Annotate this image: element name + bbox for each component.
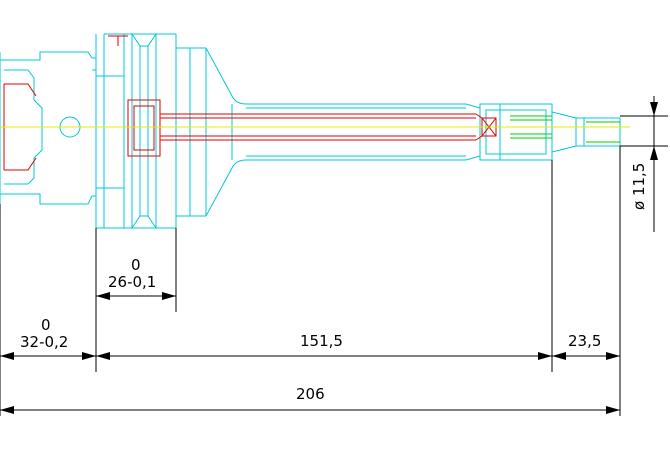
tip-length-label: 23,5 <box>568 332 601 350</box>
tip-diameter-label: ø 11,5 <box>630 163 648 210</box>
thread-lines <box>510 115 620 143</box>
bore-outline <box>3 35 497 171</box>
dim-shank-length: 151,5 <box>96 332 552 360</box>
dim-flange-length: 0 26-0,1 <box>96 256 176 300</box>
flange-length-label: 26-0,1 <box>108 273 156 291</box>
dim-tip-length: 23,5 <box>552 332 620 360</box>
tool-holder-outline <box>0 33 621 229</box>
total-length-label: 206 <box>296 385 325 403</box>
extension-lines <box>0 115 668 416</box>
dim-tip-diameter: ø 11,5 <box>630 96 658 232</box>
dim-holder-length: 0 32-0,2 <box>0 316 96 360</box>
flange-tol-upper: 0 <box>131 256 141 274</box>
holder-tol-upper: 0 <box>41 316 51 334</box>
holder-length-label: 32-0,2 <box>20 333 68 351</box>
dim-total-length: 206 <box>0 385 620 414</box>
shank-length-label: 151,5 <box>300 332 343 350</box>
